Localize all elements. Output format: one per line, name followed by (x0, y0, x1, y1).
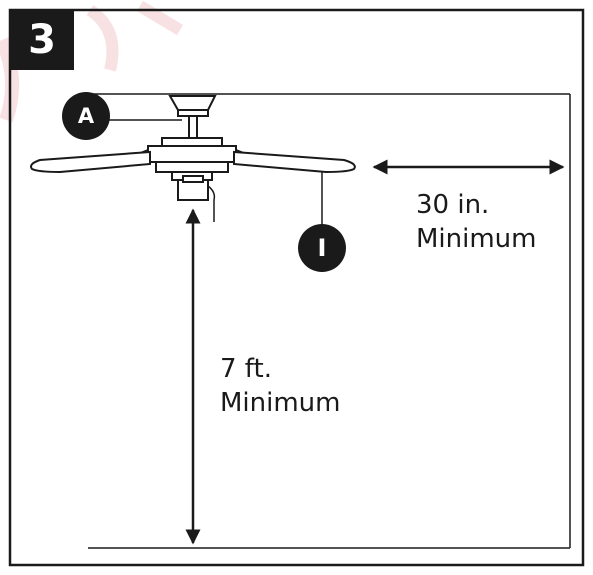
diagram-border (8, 8, 585, 567)
step-number: 3 (28, 17, 56, 63)
callout-a-label: A (77, 104, 95, 128)
callout-i: I (298, 224, 346, 272)
horizontal-clearance-value: 30 in. (416, 190, 490, 220)
horizontal-clearance-caption: Minimum (416, 224, 537, 254)
step-number-badge: 3 (10, 10, 74, 70)
fan-motor (147, 145, 237, 163)
callout-i-label: I (317, 234, 327, 262)
callout-a: A (62, 92, 110, 140)
fan-blade-right (233, 150, 356, 174)
ceiling-fan (30, 95, 356, 222)
fan-motor-bottom (155, 161, 229, 173)
fan-pull-chain (207, 185, 216, 222)
vertical-clearance-label: 7 ft. Minimum (220, 352, 341, 420)
vertical-clearance-caption: Minimum (220, 388, 341, 418)
horizontal-clearance-label: 30 in. Minimum (416, 188, 537, 256)
fan-motor-top (161, 137, 223, 147)
fan-canopy (168, 95, 217, 111)
vertical-clearance-value: 7 ft. (220, 354, 272, 384)
fan-blade-left (30, 150, 151, 174)
fan-downrod (188, 115, 198, 139)
fan-light-kit-cap (182, 175, 204, 183)
